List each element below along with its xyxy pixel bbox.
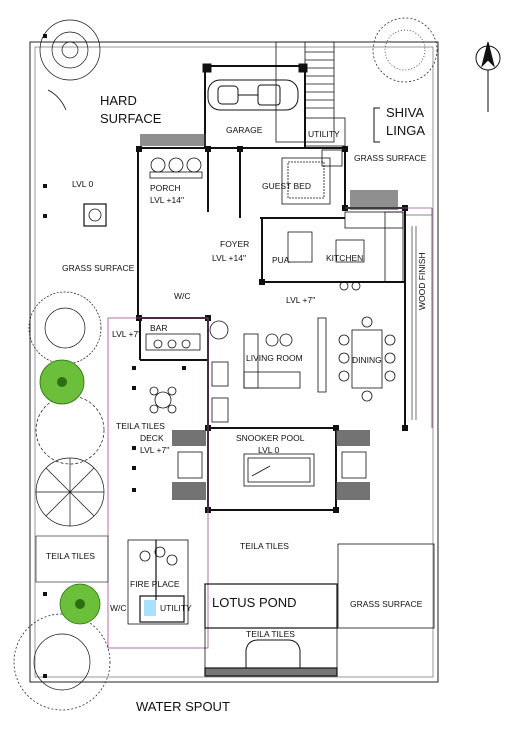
grass-surface-top-label: GRASS SURFACE <box>354 153 427 163</box>
kitchen-label: KITCHEN <box>326 253 364 263</box>
lvl-0-left-label: LVL 0 <box>72 179 94 189</box>
living-room-label: LIVING ROOM <box>246 353 303 363</box>
fire-place-label: FIRE PLACE <box>130 579 180 589</box>
teila-deck-label-1: TEILA TILES <box>116 421 165 431</box>
bar-label: BAR <box>150 323 168 333</box>
teila-tiles-left-label: TEILA TILES <box>46 551 95 561</box>
shiva-linga-label-2: LINGA <box>386 123 426 138</box>
shrub-icon <box>140 134 398 500</box>
dining-set-icon <box>338 316 396 402</box>
site-boundary <box>29 41 439 683</box>
grass-surface-right-label: GRASS SURFACE <box>350 599 423 609</box>
guest-bed-label: GUEST BED <box>262 181 311 191</box>
teila-tiles-bottom-label: TEILA TILES <box>246 629 295 639</box>
dining-label: DINING <box>352 355 382 365</box>
foyer-label: FOYER <box>220 239 250 249</box>
water-spout-label: WATER SPOUT <box>136 699 230 714</box>
staircase-icon <box>275 41 346 147</box>
foyer-level-label: LVL +14" <box>212 253 246 263</box>
lotus-pond-label: LOTUS POND <box>212 595 297 610</box>
utility-top-label: UTILITY <box>308 129 340 139</box>
porch-seating <box>149 157 203 179</box>
teila-deck-label-2: DECK <box>140 433 164 443</box>
lvl-7-mid-label: LVL +7" <box>286 295 316 305</box>
snooker-level-label: LVL 0 <box>258 445 280 455</box>
porch-label: PORCH <box>150 183 181 193</box>
hard-surface-label-2: SURFACE <box>100 111 162 126</box>
pwd-label: PUA <box>272 255 290 265</box>
lvl-7-left-label: LVL +7" <box>112 329 142 339</box>
kitchen-counter <box>287 211 404 291</box>
wood-finish-strip <box>405 208 433 428</box>
tree-icon <box>13 17 438 711</box>
sofa-icon <box>209 320 301 423</box>
teila-tiles-mid-label: TEILA TILES <box>240 541 289 551</box>
garage-label: GARAGE <box>226 125 263 135</box>
wc-upper-label: W/C <box>174 291 191 301</box>
car-icon <box>207 79 299 111</box>
garage-block <box>202 63 308 149</box>
utility-lower-label: UTILITY <box>160 603 192 613</box>
deck-table-icon <box>149 386 177 414</box>
bar-counter <box>145 333 201 351</box>
wc-lower-label: W/C <box>110 603 127 613</box>
teila-deck-label-3: LVL +7" <box>140 445 170 455</box>
wood-finish-label: WOOD FINISH <box>417 252 427 310</box>
shiva-linga-label-1: SHIVA <box>386 105 425 120</box>
bed-icon <box>281 149 343 205</box>
hard-surface-label-1: HARD <box>100 93 137 108</box>
pool-table-icon <box>243 453 315 487</box>
grass-surface-left-label: GRASS SURFACE <box>62 263 135 273</box>
north-arrow-icon <box>475 41 501 112</box>
porch-level-label: LVL +14" <box>150 195 184 205</box>
snooker-pool-label: SNOOKER POOL <box>236 433 305 443</box>
